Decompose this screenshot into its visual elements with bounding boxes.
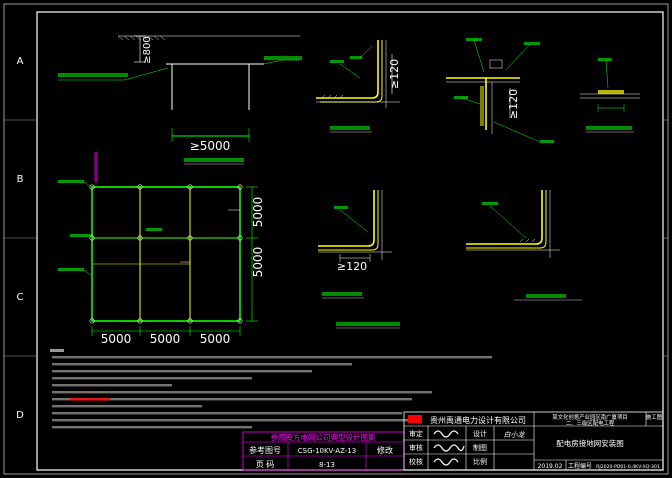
- role-review: 审核: [409, 443, 423, 452]
- row-label-c: C: [17, 292, 24, 303]
- straight-joint-detail: [580, 58, 640, 133]
- role-approve: 审定: [409, 429, 423, 438]
- company-name: 贵州禹通电力设计有限公司: [430, 415, 526, 425]
- title-block: 贵州禹通电力设计有限公司 某文化创意产业园区南广厦项目 二、三级区配电工程 施工…: [403, 411, 664, 471]
- signature-check: [433, 458, 459, 466]
- inner-border: [36, 11, 664, 471]
- grid-dim-horizontal-3: 5000: [200, 332, 231, 346]
- page-value: 8-13: [319, 461, 335, 469]
- grid-dim-vertical-1: 5000: [251, 197, 265, 228]
- project-line-2: 二、三级区配电工程: [566, 419, 615, 427]
- row-label-b: B: [17, 174, 24, 185]
- role-scale: 比例: [473, 457, 487, 466]
- grid-dim-horizontal-2: 5000: [150, 332, 181, 346]
- ref-label: 参考图号: [249, 445, 281, 455]
- notes-block: [50, 349, 492, 429]
- role-check: 校核: [409, 457, 423, 466]
- outer-border: [3, 3, 669, 475]
- stage-label: 施工图: [646, 413, 662, 421]
- weld-length-dim-1: ≥120: [388, 59, 401, 89]
- flat-steel-joint-detail: [466, 190, 582, 301]
- cross-joint-detail: ≥120: [316, 40, 401, 133]
- reference-block: 参照南方电网公司典型设计图集 参考图号 CSG-10KV-AZ-13 页 码 8…: [242, 431, 405, 471]
- electrode-spacing-dim: ≥5000: [190, 139, 231, 153]
- drawing-number: RJ2020-PD01-0.4KV-XQ-301: [596, 464, 660, 470]
- burial-depth-dim: ≥800: [142, 36, 153, 63]
- page-label: 页 码: [256, 460, 275, 469]
- weld-length-dim-3: ≥120: [337, 260, 367, 273]
- designer-signature: 白小龙: [504, 431, 526, 439]
- grid-dim-vertical-2: 5000: [251, 247, 265, 278]
- drawing-no-label: 工程编号: [568, 462, 592, 470]
- ref-header: 参照南方电网公司典型设计图集: [271, 432, 376, 442]
- row-label-a: A: [17, 56, 24, 67]
- signature-review: [433, 444, 465, 452]
- burial-section-detail: ≥800 ≥5000: [58, 35, 302, 165]
- modify-label: 修改: [377, 445, 393, 455]
- row-label-d: D: [16, 410, 24, 421]
- grounding-grid-plan: 5000 5000 5000 5000 5000: [58, 152, 400, 346]
- ref-value: CSG-10KV-AZ-13: [298, 447, 356, 455]
- signature-approve: [433, 430, 459, 438]
- l-joint-detail: ≥120: [318, 190, 392, 299]
- role-design: 设计: [473, 429, 487, 438]
- drawing-name: 配电房接地网安装图: [556, 438, 624, 448]
- t-joint-detail: ≥120: [446, 38, 554, 143]
- role-draft: 制图: [473, 443, 487, 452]
- grid-dim-horizontal-1: 5000: [101, 332, 132, 346]
- weld-length-dim-2: ≥120: [507, 89, 520, 119]
- project-line-1: 某文化创意产业园区南广厦项目: [552, 413, 627, 421]
- drawing-date: 2019.02: [538, 463, 563, 470]
